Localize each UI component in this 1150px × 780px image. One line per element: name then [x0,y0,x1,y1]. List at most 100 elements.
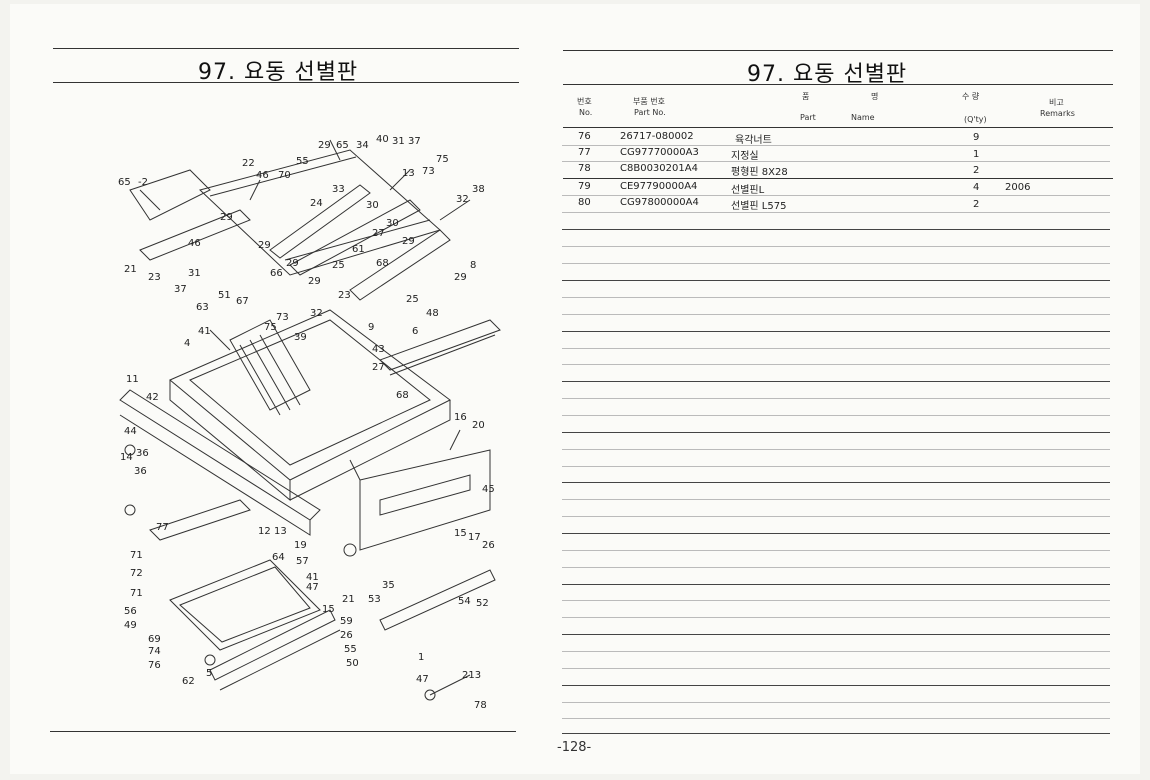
row-no: 76 [578,131,591,142]
blank-line [562,685,1110,686]
callout-label: 56 [124,606,137,617]
row-part-no: C8B0030201A4 [620,163,698,174]
blank-line [562,567,1110,568]
callout-label: 55 [344,644,357,655]
row-name: 평형핀 8X28 [731,167,788,178]
callout-label: 6 [412,326,418,337]
blank-line [562,415,1110,416]
left-page-title: 97. 요동 선별판 [198,60,359,85]
callout-label: 34 [356,140,369,151]
callout-label: 47 [306,582,319,593]
callout-label: 30 [386,218,399,229]
right-title-bottom-rule [563,84,1113,85]
callout-label: 8 [470,260,476,271]
callout-label: 55 [296,156,309,167]
blank-line [562,280,1110,281]
callout-label: 42 [146,392,159,403]
blank-line [562,600,1110,601]
blank-line [562,617,1110,618]
row-no: 80 [578,197,591,208]
callout-label: 37 [408,136,421,147]
left-bottom-rule [50,731,516,732]
bottom-bar [379,569,496,631]
callout-label: 13 [402,168,415,179]
blank-line [562,533,1110,534]
callout-label: 32 [456,194,469,205]
callout-label: 213 [462,670,481,681]
blank-line [562,348,1110,349]
left-rail [139,209,251,261]
left-title-top-rule [53,48,519,49]
row-no: 78 [578,163,591,174]
callout-label: 24 [310,198,323,209]
callout-label: 26 [482,540,495,551]
callout-label: 25 [332,260,345,271]
callout-label: 65 [118,177,131,188]
blank-line [562,718,1110,719]
blank-line [562,263,1110,264]
header-name-en-2: Name [851,113,875,122]
left-page [10,4,540,774]
callout-label: 23 [338,290,351,301]
callout-label: 66 [270,268,283,279]
callout-labels: 65 -2 22 46 70 55 29 65 34 40 31 37 13 7… [118,134,495,711]
row-part-no: 26717-080002 [620,131,694,142]
left-title-bottom-rule [53,82,519,83]
callout-label: 26 [340,630,353,641]
blank-line [562,381,1110,382]
callout-label: 29 [220,212,233,223]
callout-label: 75 [264,322,277,333]
row-qty: 4 [973,182,980,193]
callout-label: 11 [126,374,139,385]
callout-label: 57 [296,556,309,567]
blank-line [562,634,1110,635]
row-divider [562,145,1110,146]
exploded-parts-diagram: 65 -2 22 46 70 55 29 65 34 40 31 37 13 7… [118,134,501,711]
callout-label: 29 [286,258,299,269]
left-bracket [129,169,211,221]
blank-line [562,229,1110,230]
blank-line [562,364,1110,365]
callout-label: 36 [136,448,149,459]
header-part-no-kr: 부품 번호 [633,97,665,106]
row-divider [562,195,1110,196]
header-qty-kr: 수 량 [962,92,980,101]
blank-line [562,516,1110,517]
blank-line [562,550,1110,551]
page-number: -128- [557,740,592,755]
callout-label: 49 [124,620,137,631]
callout-label: 69 [148,634,161,645]
blank-line [562,432,1110,433]
row-no: 79 [578,181,591,192]
callout-label: 44 [124,426,137,437]
callout-label: 40 [376,134,389,145]
callout-label: 41 [306,572,319,583]
callout-label: 46 [188,238,201,249]
callout-label: 61 [352,244,365,255]
callout-label: 52 [476,598,489,609]
callout-label: 14 [120,452,133,463]
lower-screen-tray [169,559,321,651]
lower-rail [149,499,251,541]
callout-label: 78 [474,700,487,711]
blank-line [562,668,1110,669]
callout-label: 17 [468,532,481,543]
callout-label: 46 [256,170,269,181]
callout-label: 73 [276,312,289,323]
header-name-en-1: Part [800,113,816,122]
grid-screen [229,319,311,411]
callout-label: 31 [188,268,201,279]
header-bottom-rule [563,127,1113,128]
callout-label: 15 [454,528,467,539]
row-name: 지정실 [731,151,759,162]
callout-label: 13 [274,526,287,537]
callout-label: 38 [472,184,485,195]
row-qty: 9 [973,132,980,143]
callout-label: 29 [258,240,271,251]
row-divider [562,161,1110,162]
blank-line [562,584,1110,585]
callout-label: 65 [336,140,349,151]
right-page [540,4,1140,774]
callout-label: 12 [258,526,271,537]
callout-label: 36 [134,466,147,477]
